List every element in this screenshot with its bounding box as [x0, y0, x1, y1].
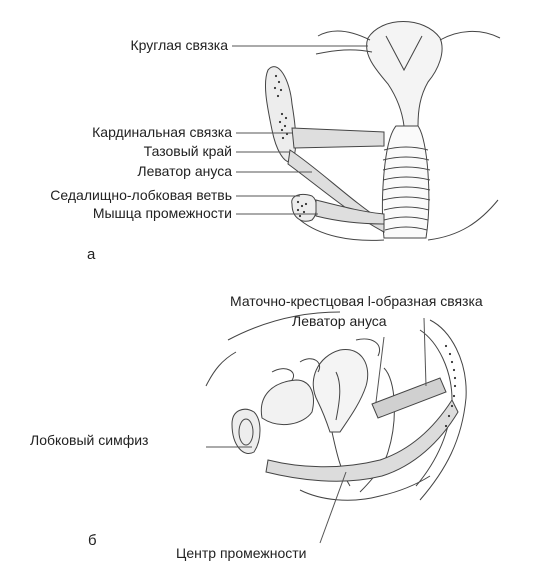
sacrum — [420, 320, 466, 500]
label-pubic-symphysis: Лобковый симфиз — [30, 432, 148, 448]
label-round-ligament: Круглая связка — [130, 37, 228, 53]
pelvic-floor-right — [428, 200, 498, 240]
right-tube — [440, 31, 500, 40]
label-cardinal-ligament: Кардинальная связка — [92, 124, 232, 140]
anterior-wall — [206, 352, 236, 386]
label-pelvic-rim: Тазовый край — [144, 143, 232, 159]
panel-b-drawing — [206, 312, 466, 543]
bladder — [261, 380, 313, 425]
round-ligament — [316, 50, 372, 54]
uterosacral-ligament-band — [372, 378, 446, 418]
label-ischiopubic-ramus: Седалищно-лобковая ветвь — [50, 187, 232, 203]
ischiopubic-ramus — [292, 194, 317, 221]
left-tube — [318, 31, 370, 40]
pelvic-bone — [265, 67, 295, 163]
label-perineal-muscle: Мышца промежности — [93, 205, 232, 221]
label-perineal-center: Центр промежности — [176, 545, 306, 561]
uterus — [367, 22, 443, 127]
vagina — [383, 126, 429, 238]
uterus-sagittal — [313, 349, 367, 432]
panel-a-drawing — [232, 22, 500, 241]
panel-a-letter: а — [87, 246, 95, 263]
label-levator-ani-b: Леватор ануса — [292, 313, 387, 329]
cardinal-ligament-band — [292, 128, 384, 148]
label-uterosacral-ligament: Маточно-крестцовая l-образная связка — [230, 293, 483, 309]
panel-b-letter: б — [88, 532, 97, 549]
label-levator-ani-a: Леватор ануса — [137, 163, 232, 179]
